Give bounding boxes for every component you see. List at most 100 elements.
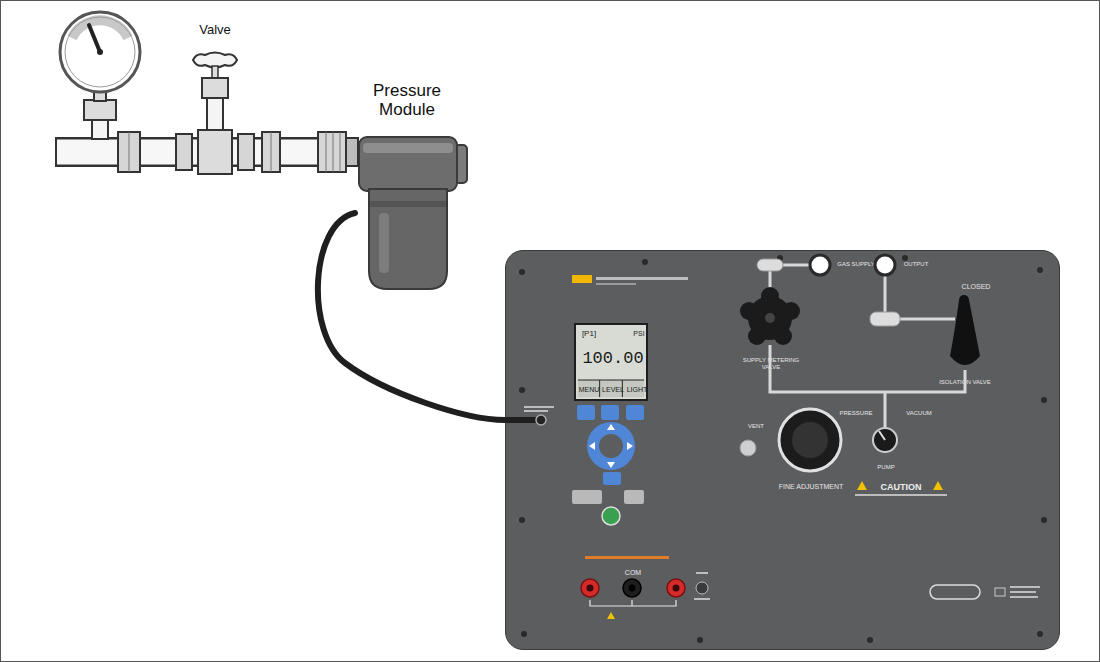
maker-fine-print [1010, 596, 1038, 598]
softkey-label: LEVEL [602, 386, 624, 394]
port-label: GAS SUPPLY [837, 261, 875, 268]
screw [521, 631, 527, 637]
module-band [370, 201, 446, 207]
control-label: VENT [748, 423, 764, 430]
pump-pointer [879, 431, 885, 440]
arrow-right [627, 442, 633, 450]
screw [1037, 267, 1043, 273]
pump-selector [873, 428, 897, 452]
gauge-hub [97, 49, 103, 55]
gas-supply-port [810, 255, 830, 275]
control-label: SUPPLY METERING VALVE [736, 357, 806, 370]
calibrator-panel: GAS SUPPLYOUTPUTCLOSEDSUPPLY METERING VA… [505, 250, 1060, 650]
module-socket [536, 415, 546, 425]
port-fine-print [694, 598, 710, 600]
arrow-pad-center [599, 434, 623, 458]
module-highlight [379, 213, 389, 273]
valve-neck [207, 98, 223, 132]
pipe-fitting [262, 132, 280, 172]
lcd-display: [P1]PSI100.00MENULEVELLIGHT [574, 323, 648, 401]
pipe-fitting [318, 132, 346, 172]
internal-tubing [770, 265, 965, 428]
softkey-label: LIGHT [627, 386, 648, 394]
red-jack [581, 579, 599, 597]
caution-fine-print [855, 494, 947, 496]
fitting-thread [340, 132, 341, 172]
filter-tag [757, 259, 783, 271]
screw [1037, 631, 1043, 637]
gauge-needle [89, 25, 100, 52]
knob-lobe [740, 302, 758, 320]
maker-fine-print [1010, 591, 1036, 593]
model-fine-print [596, 283, 636, 285]
screw [519, 517, 525, 523]
knob-hub [765, 313, 775, 323]
screw [777, 255, 783, 261]
connector-fine-print [524, 410, 548, 412]
module-body [369, 189, 447, 289]
gauge-dial [60, 12, 140, 92]
fine-adjust-hub [792, 422, 828, 458]
metering-knob [740, 287, 800, 345]
screw [519, 387, 525, 393]
screw [1041, 397, 1047, 403]
screw [697, 637, 703, 643]
screw [902, 255, 908, 261]
soft-key [577, 405, 595, 420]
selector-label: PRESSURE [839, 410, 872, 417]
valve-symbol-shape [185, 22, 245, 172]
usb-slot [930, 585, 980, 599]
pipe-outline [245, 137, 355, 167]
fitting-seam [271, 132, 272, 172]
jack-label: COM [625, 569, 641, 577]
isolation-valve-pivot [959, 295, 969, 305]
fitting-thread [326, 132, 327, 172]
module-inlet [346, 138, 358, 166]
knob-lobe [774, 327, 792, 345]
valve-bonnet [202, 78, 228, 98]
black-jack [623, 579, 641, 597]
warning-triangle [607, 612, 615, 619]
zero-key [572, 490, 602, 504]
pressure-module: Pressure Module [355, 133, 470, 293]
fitting-seam [129, 132, 130, 172]
jack-bracket [590, 600, 676, 606]
control-label: ISOLATION VALVE [935, 379, 995, 386]
jack-hole [587, 585, 594, 592]
module-highlight [363, 143, 453, 153]
screw [867, 637, 873, 643]
pipe-body [245, 140, 355, 165]
gauge-fitting [84, 100, 116, 120]
arrow-up [607, 424, 615, 430]
softkey-label: MENU [579, 386, 600, 394]
pipe-fitting [176, 134, 192, 170]
gauge-inner-ring [65, 17, 135, 87]
output-port [875, 255, 895, 275]
knob-lobe [761, 287, 779, 305]
valve-symbol: Valve [185, 22, 245, 172]
module-head [359, 137, 457, 191]
relief-valve-tag [870, 312, 900, 326]
jack-hole [673, 585, 680, 592]
valve-stem [212, 66, 218, 78]
gray-key [624, 490, 644, 504]
panel-screws [519, 255, 1047, 643]
red-jack [667, 579, 685, 597]
gauge-neck [92, 118, 108, 139]
softkey-divider [578, 380, 644, 381]
screw [519, 269, 525, 275]
fine-adjust-wheel [779, 409, 841, 471]
isolation-valve-handle [950, 300, 980, 365]
pipe-connection [245, 152, 355, 153]
connector-fine-print [524, 406, 554, 408]
pipe-fitting [118, 132, 140, 172]
caution-label: CAUTION [881, 482, 922, 492]
brand-badge [572, 275, 592, 283]
arrow-down [607, 462, 615, 468]
power-button [602, 507, 620, 525]
fitting-thread [333, 132, 334, 172]
model-fine-print [596, 277, 688, 280]
valve-body [198, 130, 232, 174]
